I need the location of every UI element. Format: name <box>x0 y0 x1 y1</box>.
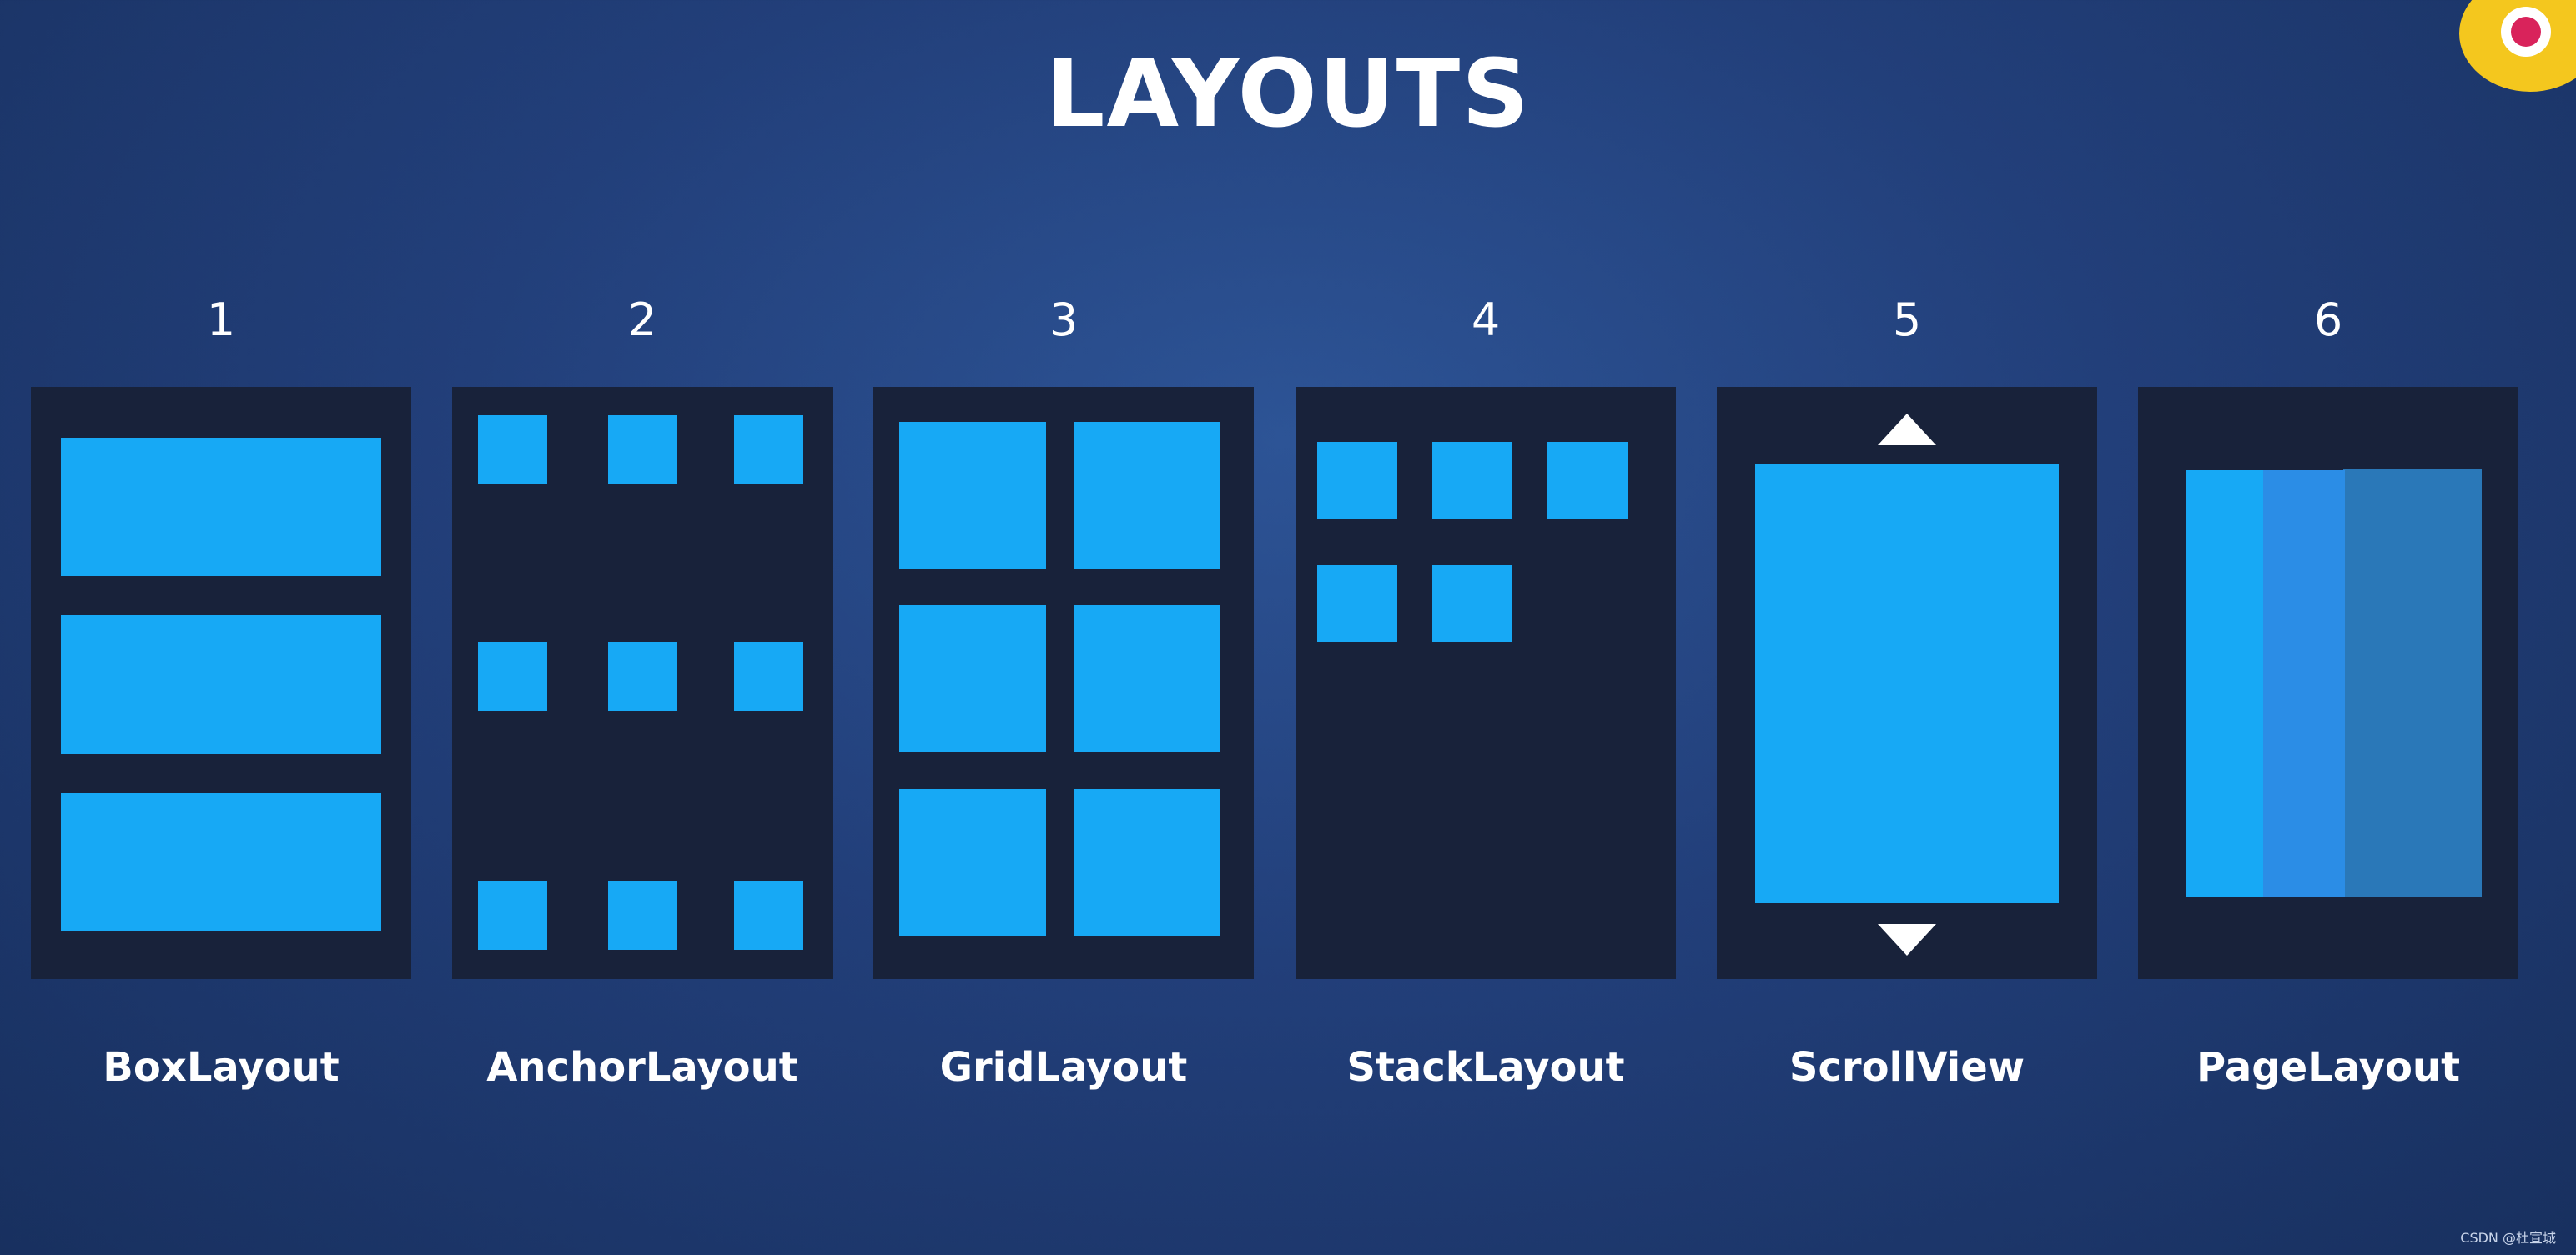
page-title: LAYOUTS <box>1045 40 1531 148</box>
logo-dot <box>2511 17 2541 47</box>
anchor-center-right <box>734 642 803 711</box>
box-block-2 <box>61 615 381 754</box>
label-anchorlayout: AnchorLayout <box>486 1044 798 1091</box>
item-number-3: 3 <box>1049 294 1079 346</box>
stacklayout-panel <box>1296 387 1676 979</box>
anchor-top-center <box>608 415 677 484</box>
grid-cell-6 <box>1074 789 1220 936</box>
stack-item-2 <box>1432 442 1512 519</box>
item-number-6: 6 <box>2313 294 2343 346</box>
box-block-1 <box>61 438 381 576</box>
grid-cell-3 <box>899 605 1046 752</box>
label-boxlayout: BoxLayout <box>103 1044 340 1091</box>
gridlayout-panel <box>873 387 1254 979</box>
scrollview-panel <box>1717 387 2097 979</box>
item-number-4: 4 <box>1471 294 1501 346</box>
page-middle <box>2262 470 2345 897</box>
anchor-center <box>608 642 677 711</box>
grid-cell-1 <box>899 422 1046 569</box>
item-number-2: 2 <box>627 294 657 346</box>
stack-item-4 <box>1317 565 1397 642</box>
grid-cell-2 <box>1074 422 1220 569</box>
watermark: CSDN @杜宣城 <box>2460 1230 2556 1246</box>
page-front <box>2186 470 2263 897</box>
item-number-1: 1 <box>206 294 236 346</box>
label-stacklayout: StackLayout <box>1346 1044 1625 1091</box>
stack-item-1 <box>1317 442 1397 519</box>
anchor-top-right <box>734 415 803 484</box>
anchor-center-left <box>478 642 547 711</box>
page-back <box>2343 469 2482 897</box>
scroll-down-arrow-icon <box>1878 924 1936 956</box>
anchorlayout-panel <box>452 387 833 979</box>
grid-cell-4 <box>1074 605 1220 752</box>
label-pagelayout: PageLayout <box>2196 1044 2461 1091</box>
scroll-content <box>1755 464 2059 903</box>
stack-item-3 <box>1547 442 1628 519</box>
anchor-bottom-center <box>608 881 677 950</box>
label-gridlayout: GridLayout <box>939 1044 1188 1091</box>
pagelayout-panel <box>2138 387 2518 979</box>
label-scrollview: ScrollView <box>1789 1044 2025 1091</box>
box-block-3 <box>61 793 381 931</box>
scroll-up-arrow-icon <box>1878 414 1936 445</box>
boxlayout-panel <box>31 387 411 979</box>
grid-cell-5 <box>899 789 1046 936</box>
anchor-top-left <box>478 415 547 484</box>
anchor-bottom-right <box>734 881 803 950</box>
stack-item-5 <box>1432 565 1512 642</box>
anchor-bottom-left <box>478 881 547 950</box>
item-number-5: 5 <box>1892 294 1922 346</box>
